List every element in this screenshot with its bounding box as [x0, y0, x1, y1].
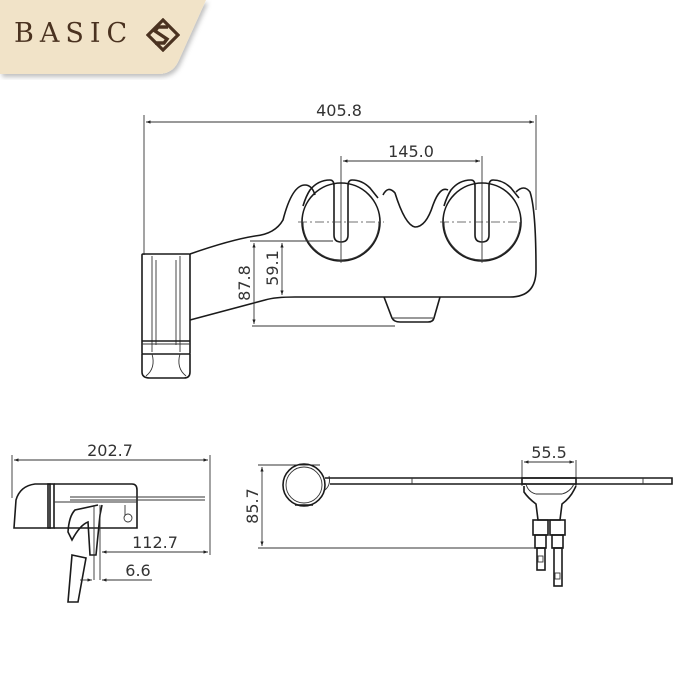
dim-overall-width: 405.8: [316, 101, 362, 120]
dim-overall-length: 202.7: [87, 441, 133, 460]
top-view: 405.8 145.0: [141, 101, 537, 379]
dim-height-outer: 87.8: [235, 265, 254, 301]
dim-valve-width: 55.5: [531, 443, 567, 462]
dim-gap: 6.6: [125, 561, 150, 580]
dim-nozzle-spacing: 145.0: [388, 142, 434, 161]
side-view: 202.7 112.7 6.6: [11, 441, 211, 603]
dim-front-height: 85.7: [243, 488, 262, 524]
brand-banner: [0, 0, 206, 74]
s-diamond-logo-icon: [146, 18, 180, 52]
dim-offset-length: 112.7: [132, 533, 178, 552]
brand-name: BASIC: [14, 18, 134, 49]
dim-height-inner: 59.1: [263, 250, 282, 286]
front-view: 85.7 55.5: [243, 443, 673, 587]
